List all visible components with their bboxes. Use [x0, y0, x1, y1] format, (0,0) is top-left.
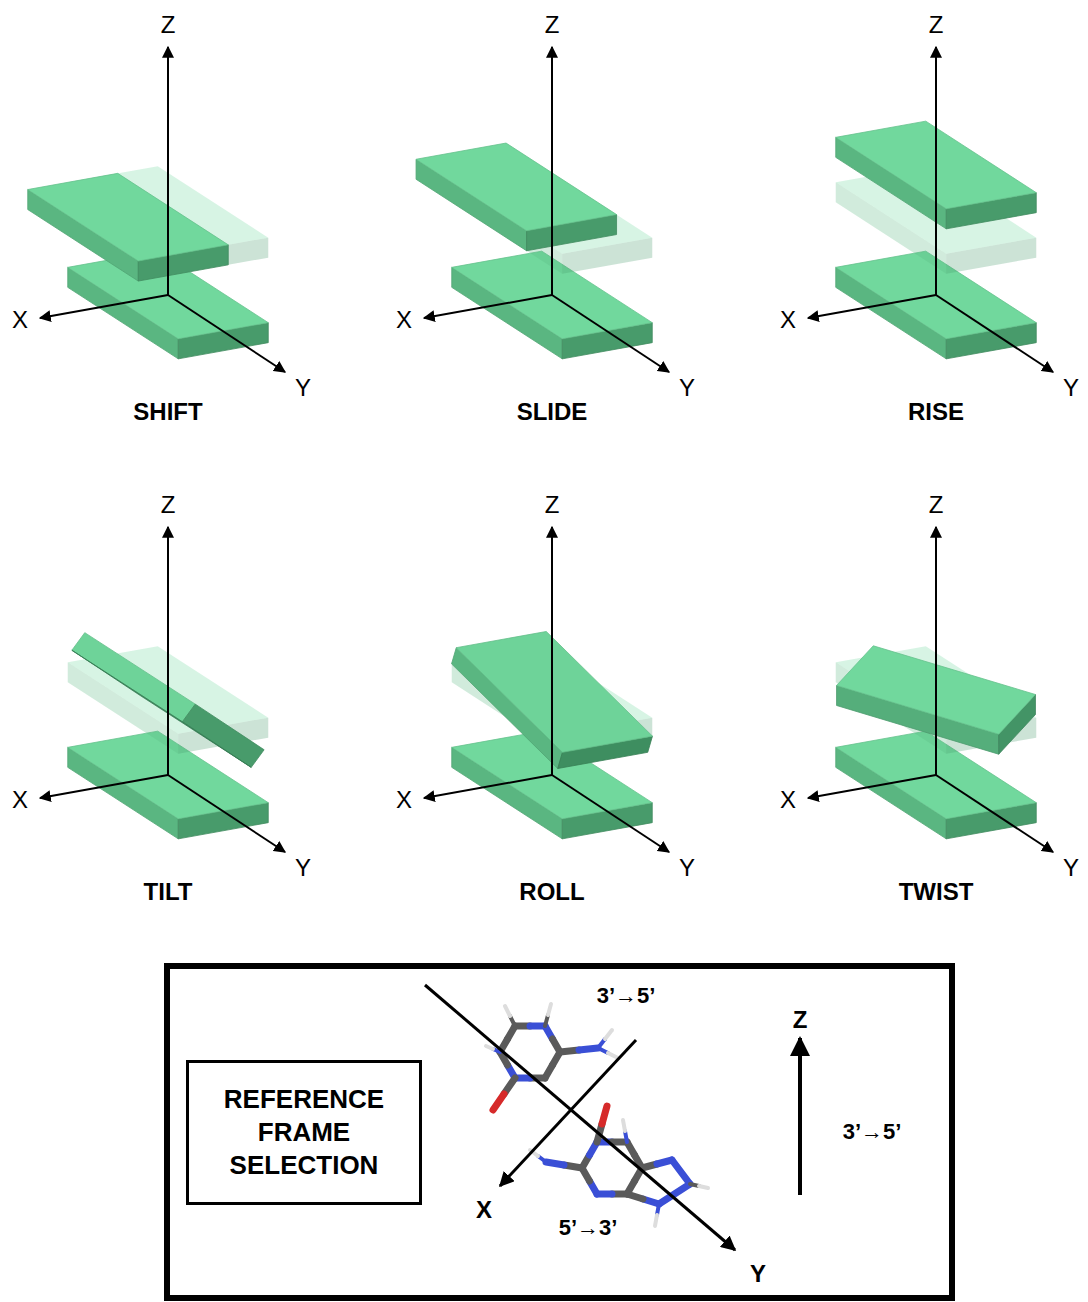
- bond: [655, 1215, 657, 1226]
- axis-arrow: [551, 47, 553, 295]
- axis-label: Z: [161, 492, 176, 518]
- axis-arrow: [808, 295, 936, 318]
- axis-arrow: [935, 527, 937, 775]
- slab-face: [416, 143, 617, 231]
- axis-label: Y: [295, 855, 311, 881]
- bond: [605, 1030, 612, 1039]
- axis-label: X: [12, 307, 28, 333]
- axis-label: X: [396, 307, 412, 333]
- axis-arrow: [936, 295, 1053, 372]
- axis-label: X: [780, 307, 796, 333]
- axis-arrow: [808, 775, 936, 798]
- step-name: RISE: [908, 399, 964, 425]
- step-name: TWIST: [899, 879, 974, 905]
- step-name: SHIFT: [133, 399, 202, 425]
- axis-arrow: [935, 47, 937, 295]
- axis-arrow: [168, 295, 285, 372]
- slab-face: [72, 650, 251, 767]
- step-panel: [424, 527, 669, 852]
- axis-label: Y: [1063, 375, 1079, 401]
- bond: [627, 1194, 643, 1199]
- axis-arrow: [424, 775, 552, 798]
- axis-arrow: [167, 527, 169, 775]
- strand-direction: 5’→3’: [559, 1216, 618, 1240]
- step-panels: [28, 47, 1053, 852]
- axis-arrow: [936, 775, 1053, 852]
- axis-label: Y: [295, 375, 311, 401]
- y-axis: [425, 985, 735, 1250]
- slab-face: [182, 704, 264, 767]
- bond: [579, 1048, 598, 1050]
- axis-arrow: [424, 295, 552, 318]
- axis-label: Z: [545, 492, 560, 518]
- step-panel: [40, 527, 285, 852]
- axis-label: X: [12, 787, 28, 813]
- axis-arrow: [551, 527, 553, 775]
- title-box: REFERENCE FRAME SELECTION: [186, 1060, 422, 1205]
- axis-arrow: [167, 47, 169, 295]
- step-name: TILT: [144, 879, 193, 905]
- axis-arrow: [552, 295, 669, 372]
- step-panel: [808, 527, 1053, 852]
- axis-label: Y: [679, 375, 695, 401]
- bond: [602, 1106, 607, 1124]
- axis-label: Z: [929, 12, 944, 38]
- axis-arrow: [168, 775, 285, 852]
- bond: [548, 1004, 551, 1015]
- axis-label: Y: [679, 855, 695, 881]
- strand-direction: 3’→5’: [843, 1120, 902, 1144]
- axis-label: Y: [1063, 855, 1079, 881]
- strand-direction: 3’→5’: [597, 984, 656, 1008]
- axis-label: Z: [793, 1007, 808, 1033]
- bond: [699, 1186, 708, 1188]
- step-panel: [28, 47, 285, 372]
- bond: [493, 1094, 504, 1110]
- step-name: ROLL: [519, 879, 584, 905]
- axis-label: Z: [545, 12, 560, 38]
- axis-arrow: [552, 775, 669, 852]
- z-axis: [798, 1038, 802, 1195]
- step-name: SLIDE: [517, 399, 588, 425]
- axis-label: Z: [161, 12, 176, 38]
- axis-label: Y: [750, 1261, 766, 1287]
- slab-face: [28, 173, 229, 261]
- axis-arrow: [40, 295, 168, 318]
- axis-arrow: [40, 775, 168, 798]
- bond: [486, 1046, 493, 1049]
- bond: [672, 1160, 690, 1184]
- bond: [505, 1006, 510, 1016]
- step-panel: [416, 47, 669, 372]
- x-axis: [500, 1040, 636, 1186]
- axis-label: X: [476, 1197, 492, 1223]
- bond: [623, 1120, 625, 1131]
- frame-border: [167, 966, 952, 1298]
- axis-label: Z: [929, 492, 944, 518]
- gc-base-pair: [486, 1004, 708, 1226]
- bond: [546, 1162, 564, 1165]
- bond: [659, 1184, 690, 1204]
- box-title: REFERENCE FRAME SELECTION: [209, 1083, 399, 1183]
- slab-face: [456, 631, 652, 752]
- slab-face: [72, 633, 195, 722]
- step-panel: [808, 47, 1053, 372]
- axis-label: X: [780, 787, 796, 813]
- bond: [608, 1053, 618, 1058]
- axis-label: X: [396, 787, 412, 813]
